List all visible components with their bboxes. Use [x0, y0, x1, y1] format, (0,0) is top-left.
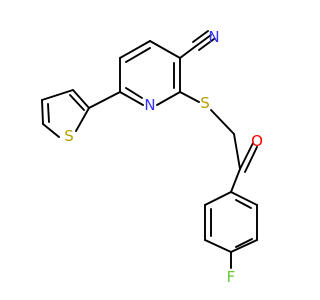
bond-ph-6	[230, 191, 258, 206]
fluorine-label: F	[227, 268, 236, 286]
atom-labels: N N S S O F	[64, 28, 263, 286]
bond-ph-double-2	[235, 238, 253, 248]
bond-ph-1	[204, 191, 232, 206]
bonds	[41, 30, 258, 269]
bond-s-ch2	[210, 109, 235, 135]
bond-c3-c4	[149, 40, 181, 59]
bond-c3-cn	[179, 45, 197, 59]
bond-th-3	[41, 99, 44, 125]
bond-cn-triple-2	[192, 30, 209, 43]
bond-co-o-2	[244, 146, 258, 173]
bond-ph-3	[204, 239, 232, 253]
bond-c6-n1-double	[125, 87, 143, 99]
bond-co-phenyl	[230, 168, 241, 193]
bond-ph-4	[230, 239, 258, 253]
bond-ph-double-3	[235, 199, 252, 209]
structure-diagram: N N S S O F	[41, 28, 263, 286]
bond-c2-s	[179, 91, 200, 103]
bond-th-4	[42, 123, 60, 138]
carbonyl-oxygen-label: O	[251, 132, 263, 150]
bond-cn-triple-1	[195, 34, 212, 47]
bond-co-o-1	[239, 142, 254, 170]
bond-th-2	[41, 89, 74, 101]
thiophene-sulfur-label: S	[64, 127, 74, 145]
bond-th-5	[75, 107, 90, 132]
bond-cn-triple-3	[198, 38, 215, 51]
bond-c4-c5	[119, 40, 151, 59]
bond-th-1	[72, 89, 90, 109]
molecule-canvas: N N S S O F	[41, 28, 263, 286]
nitrile-nitrogen-label: N	[208, 28, 219, 46]
bond-n1-c2	[156, 91, 181, 106]
bond-c6-thiophene	[88, 91, 121, 109]
bond-ch2-co	[233, 133, 241, 170]
bond-c6-n1	[119, 91, 144, 106]
bond-th-double-1	[69, 94, 85, 111]
thioether-sulfur-label: S	[200, 94, 210, 112]
bond-th-double-2	[47, 103, 50, 123]
pyridine-nitrogen-label: N	[144, 96, 155, 114]
bond-c4-c5-double	[125, 47, 151, 63]
